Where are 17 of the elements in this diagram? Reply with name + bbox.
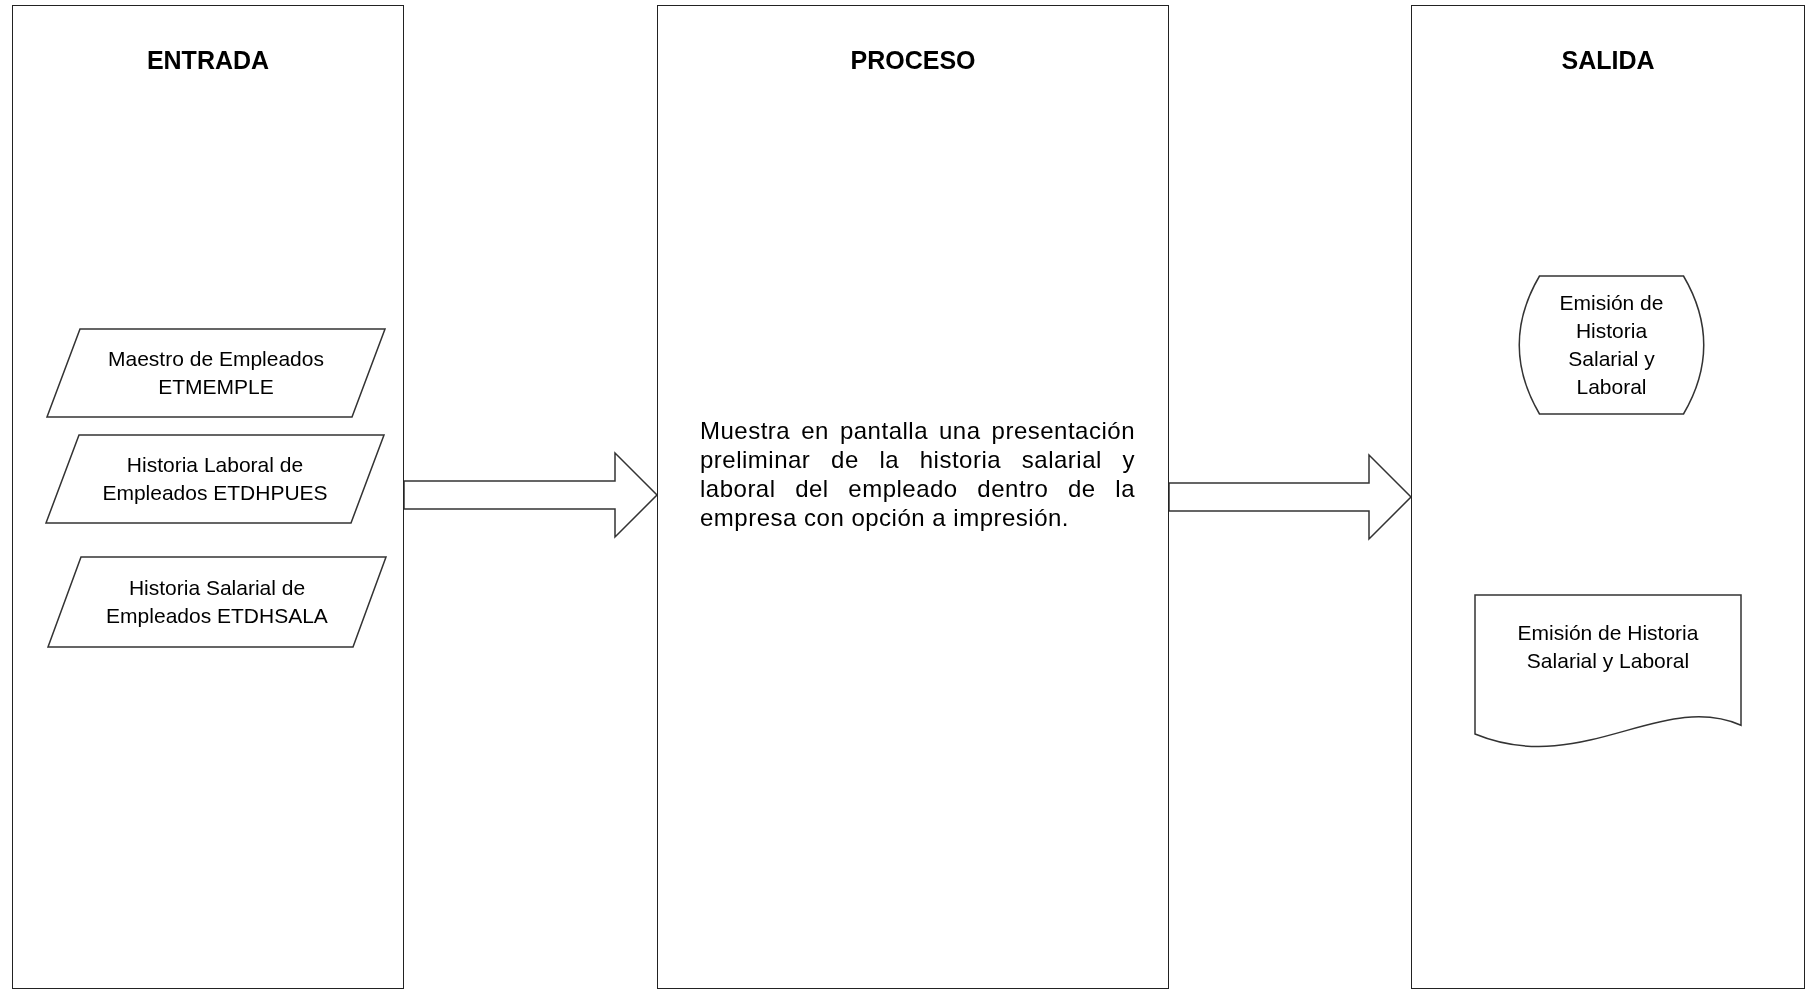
shape-label: Maestro de Empleados ETMEMPLE: [107, 346, 325, 400]
column-heading: ENTRADA: [145, 46, 271, 75]
data-parallelogram: [47, 556, 387, 648]
shape-label: Emisión de Historia Salarial y Laboral: [1516, 619, 1700, 674]
shape-label: Historia Salarial de Empleados ETDHSALA: [105, 575, 329, 629]
block-arrow: [403, 451, 659, 539]
process-description: Muestra en pantalla una presentación preliminar de la historia salarial y laboral del empleado dentro de la empresa con opción a impresión.: [700, 416, 1135, 532]
shape-label: Historia Laboral de Empleados ETDHPUES: [101, 452, 329, 506]
column-panel: [1411, 5, 1805, 989]
data-parallelogram: [45, 434, 385, 524]
column-panel: [12, 5, 404, 989]
column-panel: [657, 5, 1169, 989]
data-parallelogram: [46, 328, 386, 418]
shape-label: Emisión de Historia Salarial y Laboral: [1558, 290, 1665, 400]
block-arrow: [1168, 453, 1413, 541]
column-heading: PROCESO: [849, 46, 977, 75]
column-heading: SALIDA: [1560, 46, 1656, 75]
